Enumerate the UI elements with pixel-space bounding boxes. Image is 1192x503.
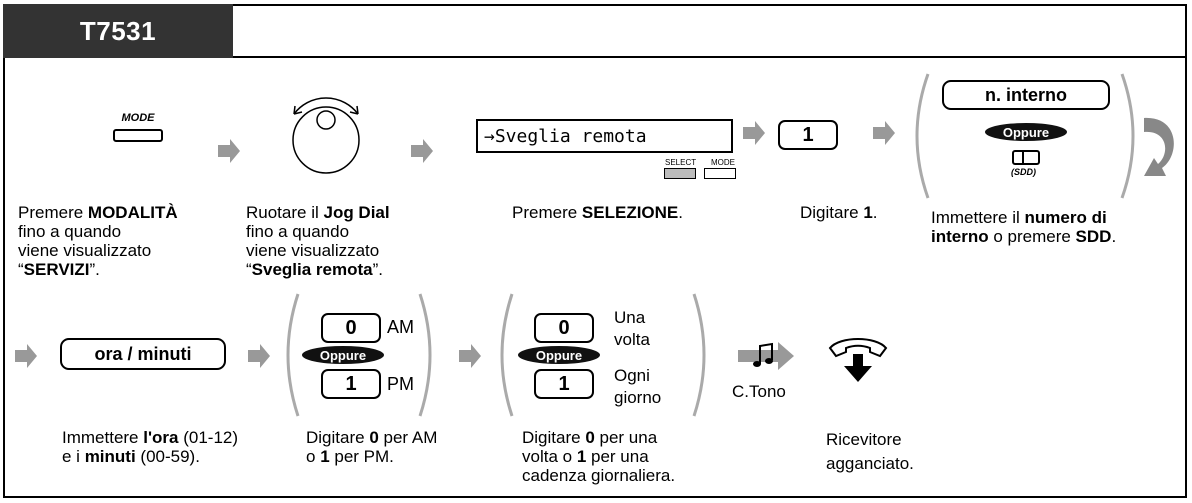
- caption-step-3: Premere SELEZIONE.: [512, 203, 684, 222]
- interno-key[interactable]: n. interno: [942, 80, 1110, 110]
- pm-label: PM: [387, 374, 414, 394]
- sdd-button[interactable]: [1012, 150, 1040, 165]
- curved-arrow-icon: [1144, 117, 1174, 176]
- title-divider: [233, 56, 1187, 58]
- arrow-right-icon: [15, 344, 37, 368]
- lcd-display: →Sveglia remota: [476, 119, 733, 153]
- jog-dial-icon[interactable]: [286, 92, 366, 178]
- key-1[interactable]: 1: [778, 120, 838, 150]
- key-1-label: 1: [802, 123, 814, 146]
- handset-on-hook-icon: [828, 338, 888, 382]
- key-1-pm[interactable]: 1: [321, 369, 381, 399]
- arrow-right-icon: [218, 139, 240, 163]
- key-1-label: 1: [558, 372, 570, 395]
- lcd-text: →Sveglia remota: [484, 125, 647, 147]
- sdd-button-divider: [1022, 152, 1024, 163]
- oppure-text: Oppure: [1002, 124, 1050, 140]
- key-0-am[interactable]: 0: [321, 313, 381, 343]
- caption-step-1: Premere MODALITÀ fino a quando viene vis…: [18, 203, 178, 279]
- key-0-label: 0: [345, 316, 357, 339]
- ctono-label: C.Tono: [732, 382, 786, 401]
- mode-small-button[interactable]: [704, 168, 736, 179]
- caption-step-7: Digitare 0 per AM o 1 per PM.: [306, 428, 438, 466]
- am-label: AM: [387, 317, 414, 337]
- caption-step-2: Ruotare il Jog Dial fino a quando viene …: [246, 203, 390, 279]
- oppure-badge: Oppure: [518, 346, 600, 364]
- sdd-label: (SDD): [1011, 167, 1036, 177]
- bracket-right: [1120, 73, 1135, 199]
- caption-step-4: Digitare 1.: [800, 203, 878, 222]
- model-title: T7531: [3, 4, 233, 58]
- oppure-text: Oppure: [319, 347, 367, 363]
- key-0-label: 0: [558, 316, 570, 339]
- caption-step-6: Immettere l'ora (01-12) e i minuti (00-5…: [62, 428, 239, 466]
- arrow-right-icon: [743, 121, 765, 145]
- bracket-left: [915, 73, 930, 199]
- key-1-ogni-giorno[interactable]: 1: [534, 369, 594, 399]
- key-1-label: 1: [345, 372, 357, 395]
- tone-arrow-icon: [738, 342, 794, 370]
- ora-minuti-key[interactable]: ora / minuti: [60, 338, 226, 370]
- bracket-left: [286, 293, 300, 417]
- oppure-badge: Oppure: [985, 123, 1067, 141]
- arrow-right-icon: [873, 121, 895, 145]
- bracket-left: [500, 293, 514, 417]
- select-button[interactable]: [664, 168, 696, 179]
- key-0-una-volta[interactable]: 0: [534, 313, 594, 343]
- caption-step-5: Immettere il numero di interno o premere…: [931, 208, 1117, 246]
- interno-label: n. interno: [985, 84, 1067, 105]
- oppure-text: Oppure: [535, 347, 583, 363]
- caption-step-8: Digitare 0 per una volta o 1 per una cad…: [522, 428, 676, 485]
- ora-minuti-label: ora / minuti: [94, 343, 192, 364]
- arrow-right-icon: [459, 344, 481, 368]
- select-label: SELECT: [665, 158, 697, 167]
- mode-small-label: MODE: [711, 158, 735, 167]
- mode-key-label: MODE: [121, 112, 155, 124]
- arrow-right-icon: [411, 139, 433, 163]
- arrow-right-icon: [248, 344, 270, 368]
- oppure-badge: Oppure: [302, 346, 384, 364]
- model-title-text: T7531: [79, 15, 157, 46]
- page-frame: [3, 4, 1187, 498]
- mode-key-button: [113, 129, 163, 142]
- bracket-right: [418, 293, 432, 417]
- bracket-right: [692, 293, 706, 417]
- mode-key[interactable]: MODE: [113, 112, 163, 144]
